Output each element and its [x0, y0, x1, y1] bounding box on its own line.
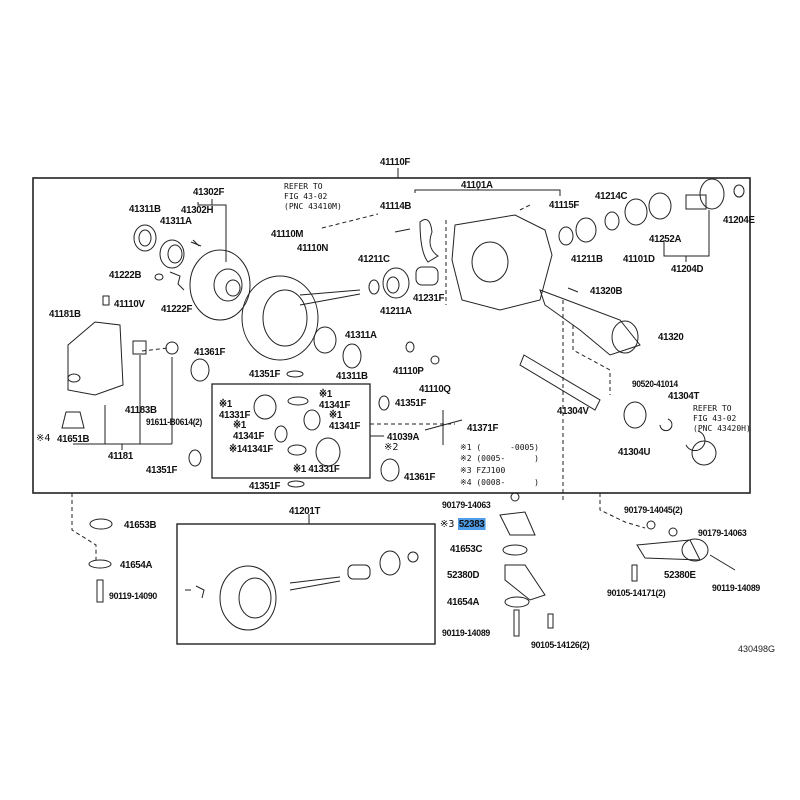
part-label[interactable]: 41110N — [297, 242, 329, 254]
part-label[interactable]: 90119-14089 — [712, 583, 761, 594]
part-label[interactable]: 41302F — [193, 186, 225, 198]
part-label[interactable]: 41351F — [249, 368, 281, 380]
part-label[interactable]: 41654A — [447, 596, 480, 608]
part-label[interactable]: 41110P — [393, 365, 424, 377]
part-label[interactable]: 41181B — [49, 308, 81, 320]
refer-note-43410M[interactable]: REFER TO FIG 43-02 (PNC 43410M) — [284, 182, 342, 211]
part-label[interactable]: 91611-B0614(2) — [146, 417, 202, 427]
part-label[interactable]: 41304V — [557, 405, 589, 417]
part-label[interactable]: 41653C — [450, 543, 483, 555]
legend-item-1: ※1 ( -0005) — [460, 443, 539, 452]
part-label[interactable]: 90179-14063 — [442, 500, 491, 511]
diff-gear-label[interactable]: ※141341F — [229, 443, 274, 455]
part-label[interactable]: 41204E — [723, 214, 755, 226]
part-label[interactable]: 41110Q — [419, 383, 451, 395]
part-label[interactable]: 41651B — [57, 433, 90, 445]
part-label[interactable]: 41361F — [404, 471, 436, 483]
part-label[interactable]: 90119-14090 — [109, 591, 158, 602]
legend-item-2: ※2 (0005- ) — [460, 454, 539, 463]
part-label[interactable]: 41115F — [549, 199, 580, 211]
part-label[interactable]: 41252A — [649, 233, 682, 245]
legend-item-3: ※3 FZJ100 — [460, 466, 506, 475]
part-label[interactable]: 41361F — [194, 346, 226, 358]
part-label[interactable]: 90520-41014 — [632, 379, 678, 389]
part-label[interactable]: 41114B — [380, 200, 412, 212]
figure-code: 430498G — [738, 644, 776, 654]
refer-note-43420H[interactable]: REFER TO FIG 43-02 (PNC 43420H) — [693, 404, 751, 433]
part-label[interactable]: 41211A — [380, 305, 412, 317]
part-label[interactable]: 41351F — [395, 397, 427, 409]
assembly-41110F[interactable]: 41110F — [380, 156, 411, 168]
part-label[interactable]: 41351F — [146, 464, 178, 476]
part-label[interactable]: 90119-14089 — [442, 628, 491, 639]
part-label[interactable]: 41351F — [249, 480, 281, 492]
assembly-41201T[interactable]: 41201T — [289, 505, 321, 517]
part-label[interactable]: 41222B — [109, 269, 142, 281]
part-label[interactable]: 41181 — [108, 450, 133, 462]
part-label[interactable]: 41311A — [160, 215, 192, 227]
part-label[interactable]: 41304U — [618, 446, 651, 458]
part-label[interactable]: 41222F — [161, 303, 193, 315]
part-label[interactable]: 41101D — [623, 253, 655, 265]
part-label[interactable]: 52380E — [664, 569, 696, 581]
part-label[interactable]: 41214C — [595, 190, 628, 202]
part-label[interactable]: 41211B — [571, 253, 603, 265]
part-label[interactable]: 41311A — [345, 329, 377, 341]
legend-item-4: ※4 (0008- ) — [460, 478, 539, 487]
assembly-41039A[interactable]: 41039A — [387, 431, 420, 443]
part-label[interactable]: 52380D — [447, 569, 480, 581]
part-label[interactable]: 90179-14063 — [698, 528, 747, 539]
main-assembly-frame — [32, 177, 751, 494]
part-label[interactable]: 41654A — [120, 559, 153, 571]
note-mark: ※3 — [440, 519, 455, 530]
part-label[interactable]: 41231F — [413, 292, 445, 304]
part-label[interactable]: 41311B — [336, 370, 368, 382]
part-label[interactable]: 90105-14171(2) — [607, 588, 666, 599]
part-label-highlighted[interactable]: 52383 — [458, 518, 486, 530]
highlighted-part[interactable]: 52383 — [458, 518, 486, 530]
assembly-41101A[interactable]: 41101A — [461, 179, 493, 191]
part-label[interactable]: 41302H — [181, 204, 214, 216]
note-mark: ※2 — [384, 442, 399, 453]
part-label[interactable]: 41320B — [590, 285, 623, 297]
part-label[interactable]: 90179-14045(2) — [624, 505, 683, 516]
part-label[interactable]: 41320 — [658, 331, 684, 343]
part-label[interactable]: 41653B — [124, 519, 157, 531]
part-label[interactable]: 41304T — [668, 390, 700, 402]
part-label[interactable]: 41110V — [114, 298, 145, 310]
part-label[interactable]: 90105-14126(2) — [531, 640, 590, 651]
part-label[interactable]: 41183B — [125, 404, 157, 416]
diff-gear-label[interactable]: ※1 41331F — [293, 463, 340, 475]
part-label[interactable]: 41204D — [671, 263, 704, 275]
part-label[interactable]: 41211C — [358, 253, 390, 265]
part-label[interactable]: 41371F — [467, 422, 499, 434]
part-label[interactable]: 41110M — [271, 228, 304, 240]
part-label[interactable]: 41311B — [129, 203, 161, 215]
note-mark: ※4 — [36, 433, 51, 444]
